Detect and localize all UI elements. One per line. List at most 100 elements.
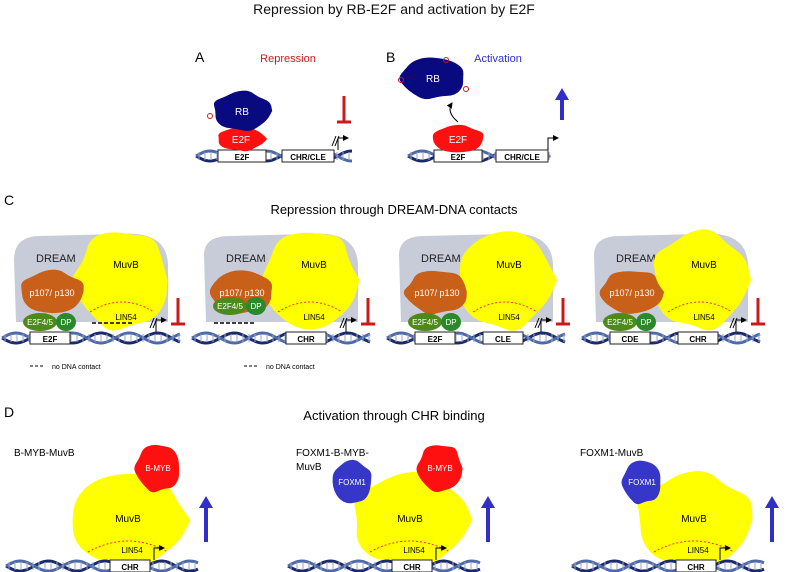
p107-protein-c4	[599, 271, 665, 314]
site-c4-b-label: CHR	[689, 335, 707, 344]
panel-b-label: Activation	[474, 53, 522, 65]
dna-c2	[191, 331, 371, 345]
muvb-protein-d3	[637, 471, 753, 567]
site-c1-a-box	[29, 331, 71, 345]
e2f45-protein-c3	[408, 313, 442, 331]
dna-backbone-1	[5, 559, 199, 572]
panel-a-label: Repression	[260, 53, 316, 65]
dna-backbone-1	[571, 559, 765, 572]
legend-text-2: no DNA contact	[266, 364, 315, 371]
muvb-label-d1: MuvB	[115, 514, 141, 525]
lin54-line-d1	[87, 540, 169, 553]
e2f45-label-c2: E2F4/5	[217, 302, 243, 311]
activation-d2-head	[481, 496, 495, 508]
site-c4-a-box	[609, 331, 651, 345]
lin54-label-d1: LIN54	[121, 546, 143, 555]
muvb-label-c1: MuvB	[113, 260, 139, 271]
foxm1-protein-d3	[621, 460, 661, 505]
activation-b-head	[555, 88, 569, 100]
promoter-arrow-b	[547, 135, 559, 150]
phospho-a	[207, 113, 213, 119]
panel-d-subtitle: Activation through CHR binding	[303, 408, 484, 423]
dna-c3	[386, 331, 566, 345]
promoter-arrow-a	[337, 135, 349, 150]
promoter-arrow-a-break-2	[334, 135, 340, 147]
bmyb-label-d2: B-MYB	[427, 464, 452, 473]
phospho-b-2	[398, 77, 404, 83]
site-a-e2f-label: E2F	[235, 153, 250, 162]
promoter-arrow-c2-break-1	[339, 317, 345, 329]
dna-backbone-2	[191, 331, 371, 345]
rb-label-b: RB	[426, 74, 440, 85]
promoter-arrow-d3	[719, 545, 731, 560]
dp-protein-c4	[636, 313, 656, 331]
foxm1-protein-d2	[332, 459, 372, 504]
promoter-arrow-c1-break-1	[149, 317, 155, 329]
site-b-chrcle-label: CHR/CLE	[504, 153, 540, 162]
promoter-arrow-c4-break-1	[729, 317, 735, 329]
muvb-protein-c4	[653, 229, 751, 331]
site-b-chrcle-box	[495, 149, 549, 163]
e2f-label-a: E2F	[232, 135, 250, 146]
lin54-label-c4: LIN54	[693, 313, 715, 322]
promoter-arrow-c3-break-2	[537, 317, 543, 329]
site-d2-chr-box	[391, 559, 433, 572]
dp-protein-c1	[56, 313, 76, 331]
muvb-label-c4: MuvB	[691, 260, 717, 271]
release-arrow-b	[446, 102, 459, 123]
lin54-line-d2	[369, 540, 451, 553]
dna-c4	[581, 331, 761, 345]
foxm1-label-d3: FOXM1	[628, 478, 656, 487]
complex-name-3-1: FOXM1-MuvB	[580, 448, 644, 459]
site-c4-b-box	[677, 331, 719, 345]
dream-label-3: DREAM	[421, 253, 461, 265]
e2f45-protein-c4	[603, 313, 637, 331]
dp-label-c1: DP	[60, 318, 71, 327]
bmyb-protein-d2	[416, 445, 463, 493]
legend-text-1: no DNA contact	[52, 364, 101, 371]
promoter-arrow-c1-break-2	[152, 317, 158, 329]
activation-d3-head	[765, 496, 779, 508]
dna-backbone-1	[287, 559, 481, 572]
phospho-b-1	[443, 57, 449, 63]
lin54-label-d2: LIN54	[403, 546, 425, 555]
e2f-label-b: E2F	[449, 135, 467, 146]
panel-d-group: B-MYB-MuvBMuvBLIN54B-MYBCHRFOXM1-B-MYB-M…	[5, 444, 779, 572]
complex-name-2-2: MuvB	[296, 462, 322, 473]
e2f45-protein-c2	[213, 297, 247, 315]
panel-c-letter: C	[4, 192, 14, 208]
bmyb-protein-d1	[134, 444, 180, 493]
dp-label-c4: DP	[640, 318, 651, 327]
lin54-line-c1	[89, 301, 155, 313]
dna-backbone-2	[571, 559, 765, 572]
activation-d1-head	[199, 496, 213, 508]
dp-protein-c3	[441, 313, 461, 331]
site-a-chrcle-box	[281, 149, 335, 163]
lin54-label-c2: LIN54	[303, 313, 325, 322]
lin54-label-c1: LIN54	[115, 313, 137, 322]
phospho-b-3	[463, 86, 469, 92]
site-c3-a-box	[414, 331, 456, 345]
muvb-protein-d2	[354, 471, 473, 569]
dna-d2	[287, 559, 481, 572]
dream-label-4: DREAM	[616, 253, 656, 265]
rb-protein-b	[399, 57, 464, 100]
site-d3-chr-label: CHR	[687, 563, 705, 572]
site-c4-a-label: CDE	[622, 335, 640, 344]
foxm1-label-d2: FOXM1	[338, 478, 366, 487]
muvb-label-d2: MuvB	[397, 514, 423, 525]
dna-c1	[1, 331, 181, 345]
site-d2-chr-label: CHR	[403, 563, 421, 572]
rb-protein-a	[213, 90, 273, 131]
lin54-label-d3: LIN54	[687, 546, 709, 555]
e2f45-label-c3: E2F4/5	[412, 318, 438, 327]
complex-name-2-1: FOXM1-B-MYB-	[296, 448, 369, 459]
